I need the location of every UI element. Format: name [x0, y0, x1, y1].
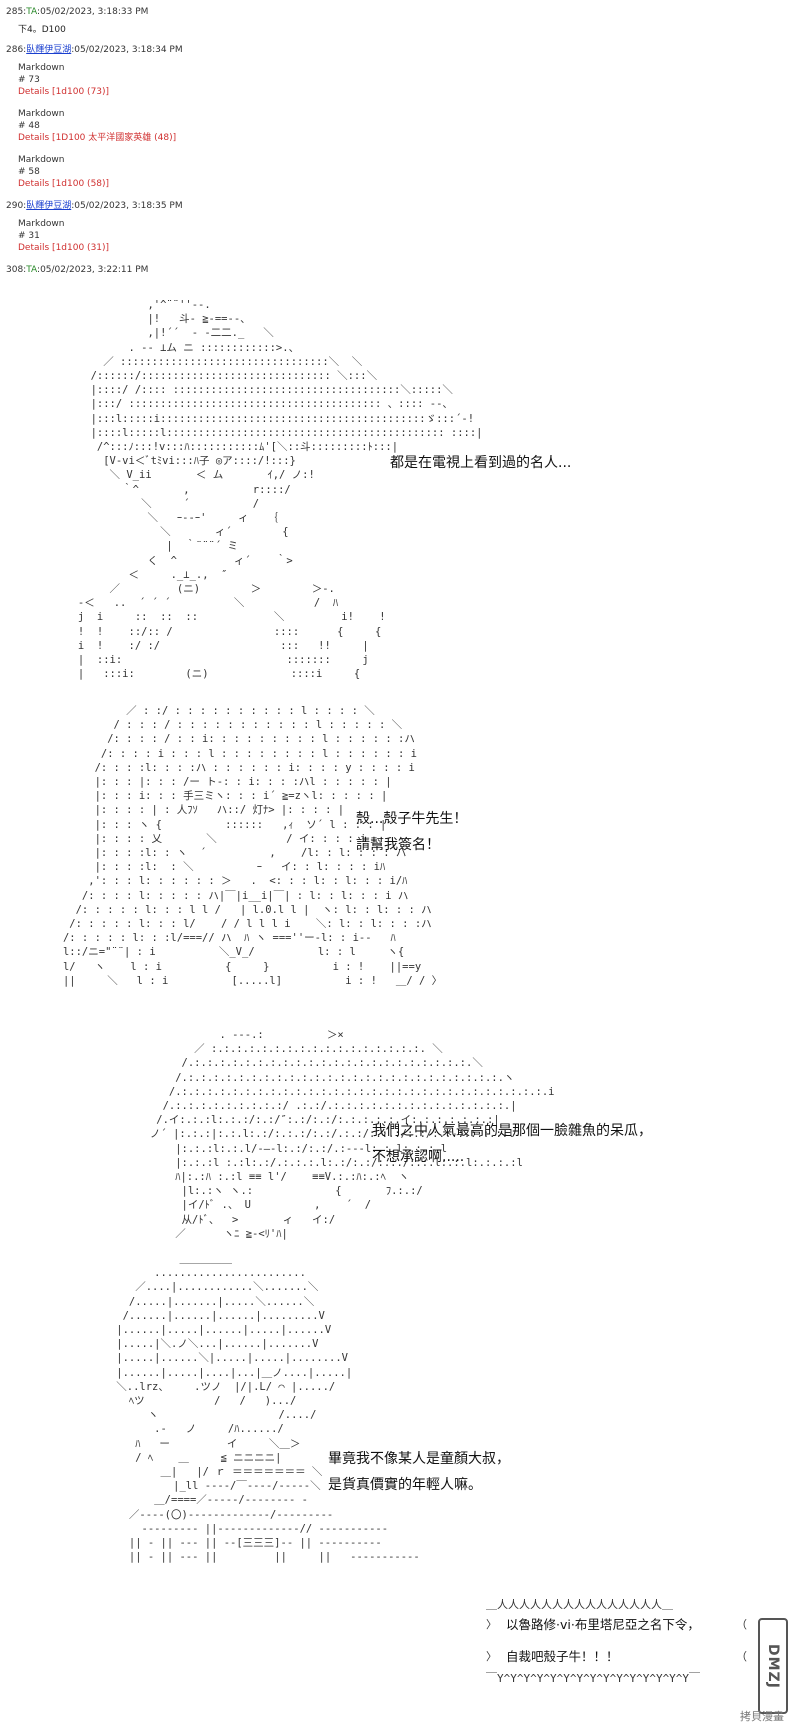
bubble-border-top: ＿人人人人人人人人人人人人人人人＿ — [486, 1598, 673, 1611]
bubble-border-left: 〉 — [486, 1618, 497, 1631]
post-body-290: Markdown # 31 Details [1d100 (31)] — [18, 218, 786, 254]
thread-log: 285:TA:05/02/2023, 3:18:33 PM 下4。D100 28… — [6, 6, 786, 282]
poster-name: TA — [26, 7, 38, 17]
dialogue-text: 殼...殼子牛先生！ 請幫我簽名！ — [356, 811, 468, 853]
post-header-308: 308:TA:05/02/2023, 3:22:11 PM — [6, 265, 149, 275]
shout-text: 以魯路修·vi·布里塔尼亞之名下令， — [506, 1617, 700, 1632]
post-header-286: 286:臥輝伊豆湖:05/02/2023, 3:18:34 PM — [6, 45, 183, 55]
dialogue-text: 都是在電視上看到過的名人... — [390, 455, 572, 471]
dialogue-text: 畢竟我不像某人是童顏大叔， 是貨真價實的年輕人嘛。 — [328, 1451, 510, 1493]
shout-text: 自裁吧殼子牛！！！ — [506, 1649, 619, 1664]
site-logo: DMZJ — [758, 1618, 788, 1714]
dice-roll: Markdown # 31 Details [1d100 (31)] — [18, 219, 110, 253]
dice-roll: Markdown # 48 Details [1D100 太平洋國家英雄 (48… — [18, 109, 177, 143]
ascii-art-figure-cap-boy: ,'^¨¨''‐-. |! 斗‐ ≧‐==‐-、 ,|!´´ ‐ ‐二二._ ＼… — [77, 299, 483, 681]
ascii-art-figure-long-hair-girl: ／ : :/ : : : : : : : : : : l : : : : ＼ /… — [62, 705, 443, 987]
dice-roll: Markdown # 73 Details [1d100 (73)] — [18, 63, 110, 97]
poster-name: TA — [26, 265, 38, 275]
ascii-art-figure-spiky-hair-boy: ＿＿＿＿＿ ........................ ／....|...… — [116, 1253, 420, 1564]
post-header-290: 290:臥輝伊豆湖:05/02/2023, 3:18:35 PM — [6, 201, 183, 211]
bubble-border-bottom: ￣Y^Y^Y^Y^Y^Y^Y^Y^Y^Y^Y^Y^Y^Y^Y￣ — [486, 1672, 701, 1685]
watermark: 拷貝漫畫 — [740, 1710, 784, 1723]
dialogue-text: 我們之中人氣最高的是那個一臉雜魚的呆瓜， 不想承認啊..... — [372, 1123, 652, 1165]
post-body-286: Markdown # 73 Details [1d100 (73)] Markd… — [18, 62, 786, 190]
ascii-art-figure-round-head-boy: . -‐‐.: ＞× ／ :.:.:.:.:.:.:.:.:.:.:.:.:.:… — [149, 1029, 555, 1240]
dice-roll: Markdown # 58 Details [1d100 (58)] — [18, 155, 110, 189]
poster-name-link[interactable]: 臥輝伊豆湖 — [26, 45, 72, 55]
shout-bubble: ＿人人人人人人人人人人人人人人人＿ 〉 〉 （ （ ￣Y^Y^Y^Y^Y^Y^Y… — [486, 1598, 747, 1685]
bubble-border-right: （ — [736, 1618, 747, 1631]
post-header-285: 285:TA:05/02/2023, 3:18:33 PM — [6, 7, 149, 17]
poster-name-link[interactable]: 臥輝伊豆湖 — [26, 201, 72, 211]
post-body-285: 下4。D100 — [18, 25, 66, 35]
